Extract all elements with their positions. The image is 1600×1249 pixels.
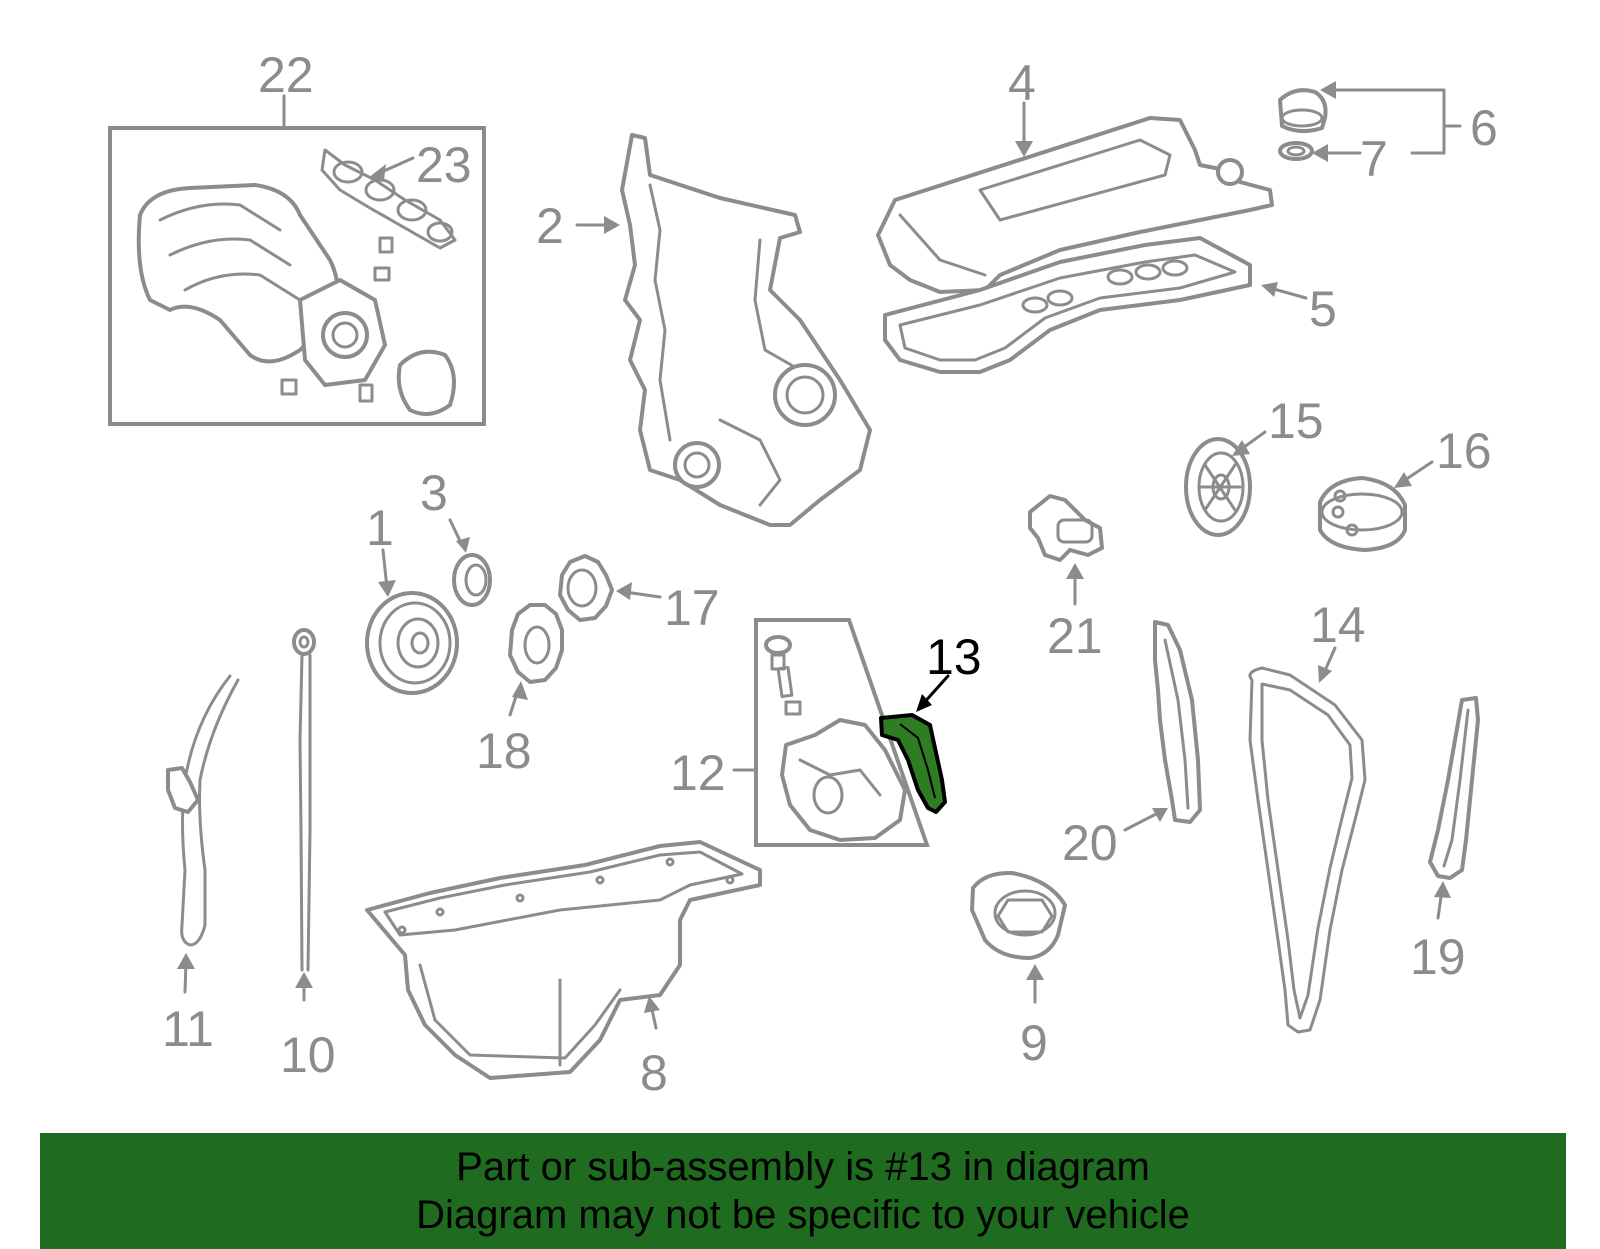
callout-23: 23 (416, 137, 472, 193)
callout-8: 8 (640, 1045, 668, 1101)
callout-3: 3 (420, 465, 448, 521)
callout-14: 14 (1310, 597, 1366, 653)
callout-5: 5 (1309, 281, 1337, 337)
part-4-cylinder-head-cover[interactable] (876, 116, 1274, 294)
callout-12: 12 (670, 745, 726, 801)
callout-7: 7 (1360, 131, 1388, 187)
callout-21: 21 (1047, 608, 1103, 664)
callout-2: 2 (536, 198, 564, 254)
callout-6: 6 (1470, 100, 1498, 156)
banner-line-part: Part or sub-assembly is #13 in diagram (456, 1145, 1150, 1189)
callout-22: 22 (258, 47, 314, 103)
part-18-oil-pump-drive-gear[interactable] (508, 603, 564, 684)
part-3-crankshaft-oil-seal[interactable] (452, 553, 492, 607)
banner-line-disclaimer: Diagram may not be specific to your vehi… (416, 1193, 1190, 1237)
part-6-oil-filler-cap[interactable] (1278, 88, 1328, 133)
callout-15: 15 (1268, 393, 1324, 449)
callout-20: 20 (1062, 815, 1118, 871)
part-17-crankshaft-timing-sprocket[interactable] (558, 554, 614, 622)
part-16-camshaft-sprocket[interactable] (1318, 476, 1407, 552)
callout-19: 19 (1410, 929, 1466, 985)
part-20-chain-tensioner-slipper[interactable] (1153, 620, 1202, 824)
part-19-chain-guide[interactable] (1428, 696, 1480, 880)
part-1-crankshaft-pulley[interactable] (365, 591, 459, 695)
part-13-oil-strainer-highlighted[interactable] (879, 713, 947, 814)
part-info-banner: Part or sub-assembly is #13 in diagram D… (40, 1133, 1566, 1249)
part-15-camshaft-timing-gear[interactable] (1184, 437, 1252, 537)
part-10-oil-level-gauge[interactable] (292, 628, 316, 972)
part-22-frame (108, 126, 486, 426)
callout-10: 10 (280, 1027, 336, 1083)
callout-16: 16 (1436, 423, 1492, 479)
callout-11: 11 (162, 1001, 214, 1057)
part-5-cover-gasket[interactable] (883, 236, 1252, 374)
callout-17: 17 (664, 580, 720, 636)
callout-13: 13 (926, 629, 982, 685)
callout-18: 18 (476, 723, 532, 779)
part-7-cap-gasket[interactable] (1278, 141, 1314, 161)
part-21-oil-control-valve[interactable] (1028, 494, 1104, 562)
callout-4: 4 (1008, 55, 1036, 111)
part-9-oil-filter[interactable] (970, 870, 1067, 960)
callout-9: 9 (1020, 1015, 1048, 1071)
callout-1: 1 (366, 500, 394, 556)
part-8-oil-pan[interactable] (365, 840, 762, 1080)
part-2-timing-cover[interactable] (620, 133, 872, 527)
part-14-timing-chain[interactable] (1248, 666, 1367, 1034)
part-11-dipstick-guide[interactable] (166, 674, 240, 947)
